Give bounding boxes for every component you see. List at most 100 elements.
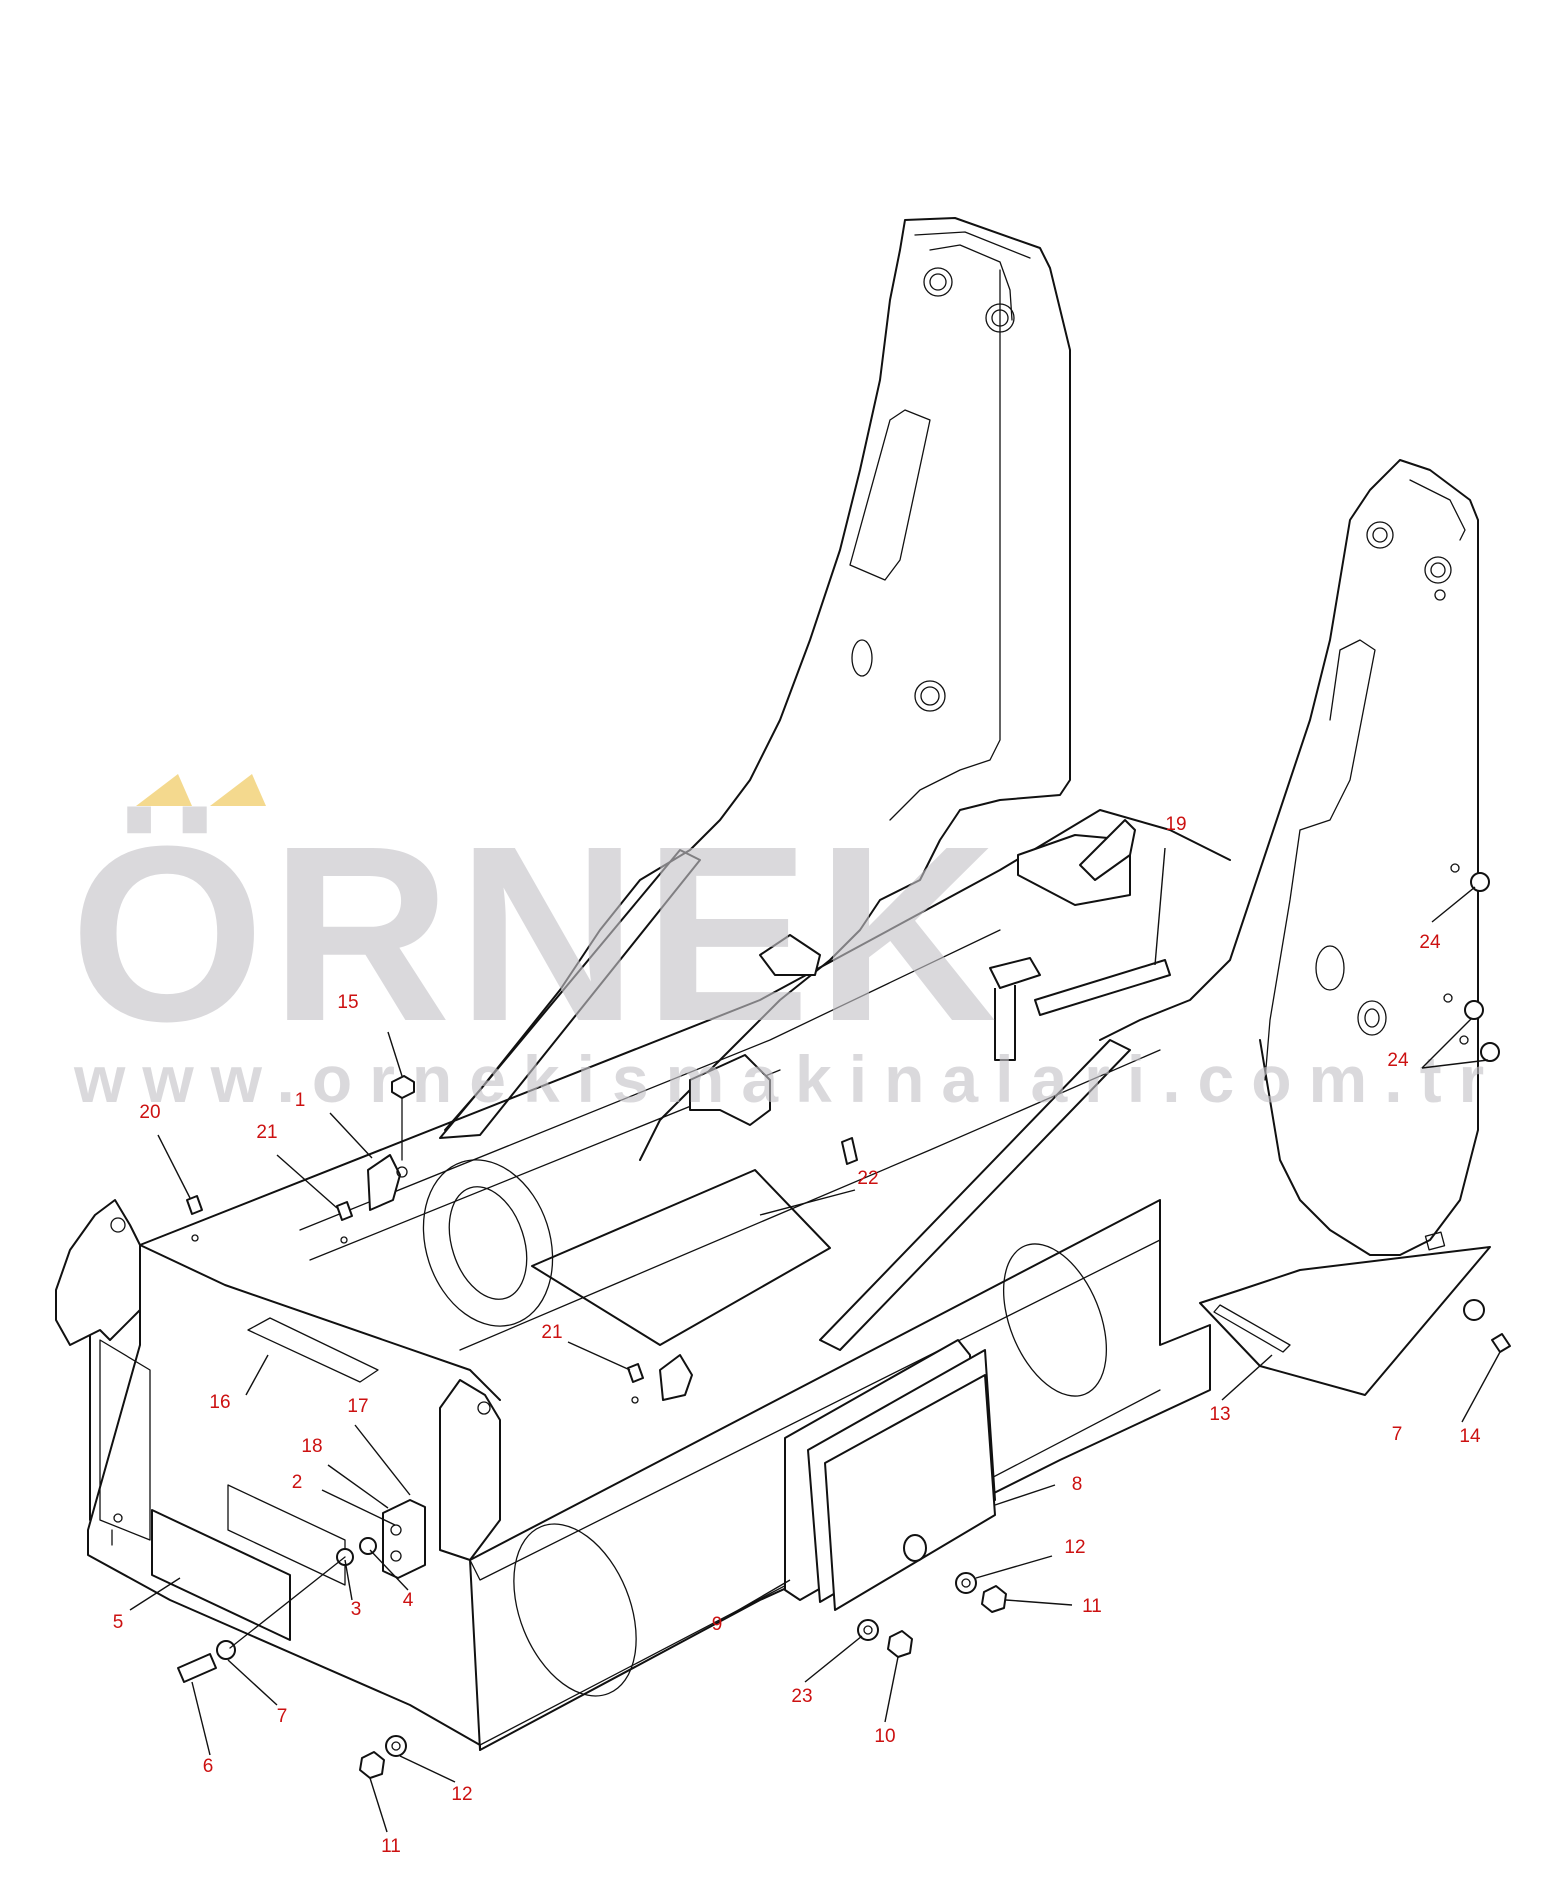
bolt-14	[1491, 1333, 1511, 1353]
watermark-accent-left	[136, 774, 192, 806]
frame-left-wall	[87, 1244, 481, 1751]
pin-24c	[1480, 1042, 1500, 1062]
floor-plate	[531, 1169, 831, 1346]
callout-10: 10	[874, 1726, 895, 1747]
right-tower-inner	[1264, 479, 1466, 1081]
left-tower-hole-3-inner	[920, 686, 940, 706]
right-tower-boss	[1315, 945, 1345, 991]
rear-plate-slot	[1213, 1304, 1291, 1353]
plug-20	[186, 1195, 203, 1215]
pin-24a-seat	[1450, 863, 1460, 873]
washer-23-inner	[863, 1625, 873, 1635]
callout-16: 16	[209, 1392, 230, 1413]
leader-lines	[129, 847, 1501, 1833]
washer-7b	[1463, 1299, 1485, 1321]
plug-21a	[336, 1201, 353, 1221]
ring-opening-inner	[448, 1186, 528, 1300]
callout-18: 18	[301, 1436, 322, 1457]
pin-24b	[1464, 1000, 1484, 1020]
right-tower	[1099, 459, 1479, 1256]
callout-23: 23	[791, 1686, 812, 1707]
washer-12b	[955, 1572, 977, 1594]
cover-plate-5	[151, 1509, 291, 1641]
bolt-15-seat	[396, 1166, 408, 1178]
bolt-6	[177, 1653, 217, 1683]
bolt-11b	[981, 1585, 1007, 1613]
frame-drawing	[55, 217, 1511, 1779]
callout-6: 6	[203, 1756, 214, 1777]
bolt-15	[391, 1075, 415, 1099]
callout-4: 4	[403, 1590, 414, 1611]
pin-24b-seat	[1443, 993, 1453, 1003]
right-tower-ring	[1357, 1000, 1387, 1036]
callout-11b: 11	[1082, 1596, 1102, 1617]
frame-left-wall-inner	[99, 1339, 151, 1546]
callouts: 1 2 3 4 5 6 7 7 8 9 10 11 11 12 12 13 14…	[113, 814, 1481, 1857]
right-tower-small-hole	[1434, 589, 1446, 601]
left-tower-hole-1-inner	[929, 273, 947, 291]
cover-plate-5-back	[227, 1484, 346, 1586]
left-tower-inner	[849, 231, 1031, 821]
right-tower-ring-inner	[1364, 1008, 1380, 1028]
washer-12a-inner	[391, 1741, 401, 1751]
bracket-18-hole-b	[390, 1550, 402, 1562]
front-pivot-bracket	[439, 1379, 501, 1561]
callout-12a: 12	[451, 1784, 472, 1805]
right-brace	[819, 1039, 1131, 1351]
frame-front-wall	[469, 1199, 1211, 1751]
nut-11a	[359, 1751, 385, 1779]
callout-13: 13	[1209, 1404, 1230, 1425]
callout-11a: 11	[381, 1836, 401, 1857]
plug-22	[841, 1137, 858, 1165]
callout-2: 2	[292, 1472, 303, 1493]
left-wall-hole	[113, 1513, 123, 1523]
deck-bracket-top	[759, 934, 821, 976]
right-tower-hole-2	[1424, 556, 1452, 584]
callout-15: 15	[337, 992, 358, 1013]
left-tower-hole-3	[914, 680, 946, 712]
bracket-18-hole-a	[390, 1524, 402, 1536]
hardware	[177, 863, 1511, 1779]
plug-21b-seat	[631, 1396, 639, 1404]
watermark-url: www.ornekismakinalari.com.tr	[73, 1042, 1501, 1116]
washer-12b-inner	[961, 1578, 971, 1588]
left-pivot-hole	[110, 1217, 126, 1233]
deck-bracket-21	[367, 1154, 401, 1211]
plug-21b	[627, 1363, 644, 1383]
front-pivot-hole	[477, 1401, 491, 1415]
frame-top-deck	[139, 809, 1231, 1401]
right-tower-hole-1-inner	[1372, 527, 1388, 543]
front-wall-opening-right	[1002, 1243, 1108, 1397]
deck-bracket-mid	[689, 1054, 771, 1126]
callout-3: 3	[351, 1599, 362, 1620]
callout-19: 19	[1165, 814, 1186, 835]
ring-opening-outer	[422, 1159, 554, 1327]
center-post	[989, 957, 1041, 1061]
right-tower-hole-1	[1366, 521, 1394, 549]
left-pivot-bracket	[55, 1199, 141, 1346]
watermark: ÖRNEK www.ornekismakinalari.com.tr	[70, 774, 1501, 1116]
callout-21a: 21	[256, 1122, 277, 1143]
washer-4	[359, 1537, 377, 1555]
callout-17: 17	[347, 1396, 368, 1417]
cover-plate-8	[824, 1374, 996, 1611]
pin-24a	[1470, 872, 1490, 892]
front-wall-opening-left	[513, 1523, 637, 1697]
bushing	[903, 1534, 927, 1562]
rear-plate-square	[1424, 1231, 1446, 1251]
callout-8: 8	[1072, 1474, 1083, 1495]
callout-20: 20	[139, 1102, 160, 1123]
left-tower-boss	[851, 639, 873, 677]
right-tower-hole-2-inner	[1430, 562, 1446, 578]
deck-bracket-21b	[659, 1354, 693, 1401]
pin-24c-seat	[1459, 1035, 1469, 1045]
callout-5: 5	[113, 1612, 124, 1633]
left-tower	[444, 217, 1071, 1161]
callout-24a: 24	[1419, 932, 1441, 953]
washer-12a	[385, 1735, 407, 1757]
callout-7b: 7	[1392, 1424, 1403, 1445]
callout-22: 22	[857, 1168, 878, 1189]
callout-14: 14	[1459, 1426, 1481, 1447]
watermark-brand: ÖRNEK	[70, 794, 1003, 1073]
